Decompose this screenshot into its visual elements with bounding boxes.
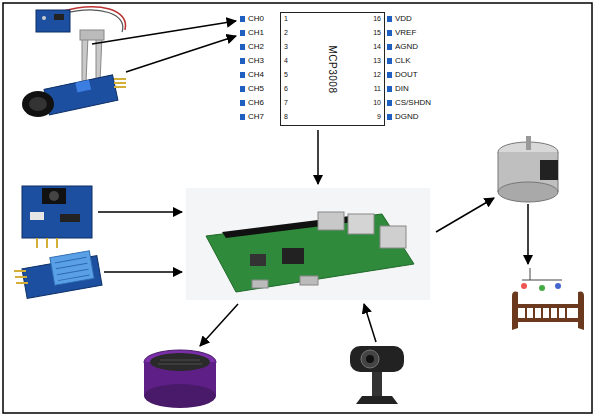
pin-label: CH6 <box>248 99 274 107</box>
pin-number: 9 <box>366 113 381 120</box>
pin-label: CH7 <box>248 113 274 121</box>
pin-number: 1 <box>284 15 296 22</box>
raspberry-pi <box>186 188 430 300</box>
pin-label: CS/SHDN <box>395 99 445 107</box>
pin-label: VREF <box>395 29 445 37</box>
pin-number: 14 <box>366 43 381 50</box>
pin-label: CH3 <box>248 57 274 65</box>
pin-number: 5 <box>284 71 296 78</box>
pin-label: DOUT <box>395 71 445 79</box>
pin-number: 13 <box>366 57 381 64</box>
pin-number: 2 <box>284 29 296 36</box>
pin-number: 11 <box>366 85 381 92</box>
pin-label: DIN <box>395 85 445 93</box>
dht11-sensor <box>14 251 102 299</box>
webcam <box>350 346 404 404</box>
ic-chip: MCP3008 <box>280 12 385 126</box>
pin-number: 16 <box>366 15 381 22</box>
pin-number: 6 <box>284 85 296 92</box>
speaker <box>144 350 216 408</box>
microphone-sensor <box>22 75 126 117</box>
pin-label: CH5 <box>248 85 274 93</box>
soil-moisture-sensor <box>36 7 126 86</box>
pin-label: CH2 <box>248 43 274 51</box>
sensor-module <box>22 186 92 248</box>
pin-number: 8 <box>284 113 296 120</box>
stepper-motor <box>498 136 558 202</box>
pin-label: CH1 <box>248 29 274 37</box>
pin-number: 12 <box>366 71 381 78</box>
chip-name: MCP3008 <box>327 45 338 93</box>
pin-number: 4 <box>284 57 296 64</box>
pin-label: VDD <box>395 15 445 23</box>
frame <box>3 3 592 413</box>
pin-label: CLK <box>395 57 445 65</box>
pin-number: 7 <box>284 99 296 106</box>
pin-label: AGND <box>395 43 445 51</box>
pin-number: 3 <box>284 43 296 50</box>
pin-number: 10 <box>366 99 381 106</box>
crib <box>512 268 584 330</box>
pin-label: CH0 <box>248 15 274 23</box>
pin-number: 15 <box>366 29 381 36</box>
pin-label: DGND <box>395 113 445 121</box>
pin-label: CH4 <box>248 71 274 79</box>
